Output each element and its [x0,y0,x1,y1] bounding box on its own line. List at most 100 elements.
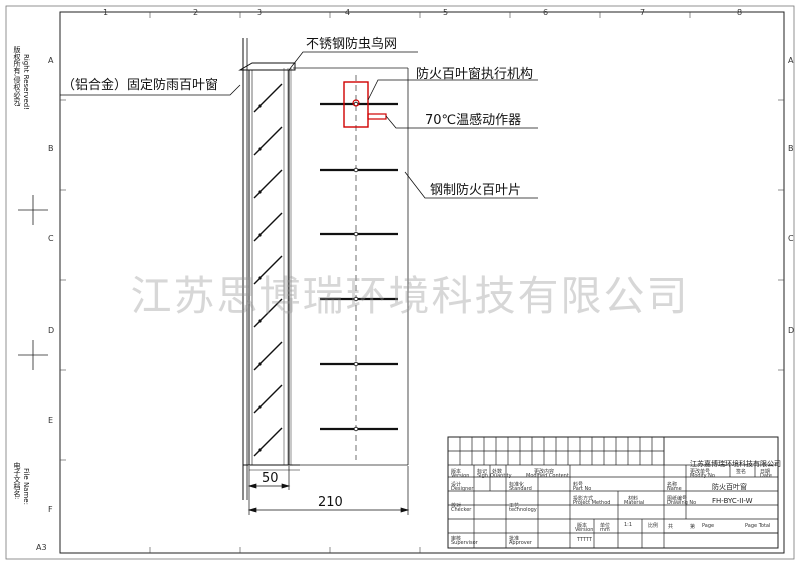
title-sign: 签名 [736,469,747,475]
title-version-cell-en: Version [575,527,594,533]
grid-top-6: 6 [543,8,549,17]
title-project: 投影方式 [573,496,594,502]
title-count: 处数 [492,469,503,475]
title-date-en: Date [760,473,772,479]
title-unit-value: mm [600,527,610,533]
title-audit: 审核 [451,536,462,542]
title-material-no: 料号 [573,482,584,488]
grid-right-c: C [788,234,794,243]
rights-text-en: Right Reserved! [22,54,30,111]
title-version-cell: 版本 [577,523,588,529]
title-project-en: Project Method [573,500,611,506]
grid-top-5: 5 [443,8,449,17]
mesh-label: 不锈钢防虫鸟网 [306,37,398,52]
title-material-en: Material [624,500,645,506]
louver-pin [258,448,262,452]
grid-side-c: C [48,234,54,243]
fire-damper-housing [293,67,409,466]
file-name-text-en: File Name: [22,468,30,505]
insect-mesh [283,68,292,465]
louver-pin [258,319,262,323]
louver-pin [258,190,262,194]
blade-pivot [353,167,359,173]
title-changed-no: 更改单号 [690,469,711,475]
title-tech: 工艺 [509,503,520,509]
drawing-frame [59,11,785,554]
title-design-en: Designer [451,486,474,492]
title-drawing-no-label: 图纸编号 [667,496,688,502]
title-approve: 批准 [509,536,520,542]
louver-pin [258,104,262,108]
title-approve-en: Approver [509,540,532,546]
dimension-50: 50 [262,471,279,486]
actuator-box [343,81,369,128]
blade-pivot [353,296,359,302]
title-change: 更改内容 [534,469,555,475]
title-total: 共 [668,524,674,530]
title-check-en: Checker [451,507,472,513]
zone-ticks [60,12,784,553]
thermal-sensor [367,113,387,120]
grid-side-f: F [48,505,53,514]
grid-side-e: E [48,416,54,425]
fixed-louver-frame [238,38,300,500]
title-name-label-en: Name [667,486,682,492]
rights-text: 版权所有,侵权必究! [13,46,21,108]
louver-blade [253,212,283,242]
thermal-label: 70℃温感动作器 [425,113,522,128]
louver-pin [258,233,262,237]
registration-marks [18,195,48,370]
grid-top-1: 1 [103,8,109,17]
title-mark-en: Sign [477,473,488,479]
louver-blade [253,427,283,457]
title-design: 设计 [451,482,462,488]
dimension-210: 210 [318,495,343,510]
louver-pin [258,276,262,280]
grid-top-3: 3 [257,8,263,17]
grid-side-a: A [48,56,54,65]
grid-side-d: D [48,326,55,335]
dimension-lines [247,466,410,515]
blade-label: 钢制防火百叶片 [430,183,522,198]
outer-border [5,5,795,560]
title-standard-en: Standard [509,486,532,492]
louver-blade [253,169,283,199]
louver-blade [253,384,283,414]
louver-pin [258,362,262,366]
louver-blade [253,126,283,156]
title-ratio: 1:1 [624,522,633,528]
title-tech-en: technology [509,507,537,513]
grid-sheet-size: A3 [36,543,47,552]
title-date: 日期 [760,469,771,475]
title-company: 江苏嘉博瑞环境科技有限公司 [690,460,781,468]
grid-top-2: 2 [193,8,199,17]
actuator-label: 防火百叶窗执行机构 [416,67,534,82]
title-drawing-no-value: FH-BYC-II-W [712,497,753,505]
grid-right-b: B [788,144,794,153]
grid-top-4: 4 [345,8,351,17]
title-name-label: 名称 [667,482,678,488]
blade-pivot [353,426,359,432]
louver-blade [253,341,283,371]
blade-pivot [353,231,359,237]
grid-side-b: B [48,144,54,153]
louver-blade [253,298,283,328]
title-audit-en: Supervisor [451,540,478,546]
title-version-en: Version [451,473,470,479]
title-changed-no-en: Modify No [690,473,715,479]
actuator-pivot [352,99,360,107]
title-unit: 单位 [600,523,611,529]
title-material-no-en: Part No [573,486,592,492]
grid-right-d: D [788,326,795,335]
title-weight: 比例 [648,523,659,529]
title-drawing-no-en: Drawing No [667,500,697,506]
company-watermark: 江苏思博瑞环境科技有限公司 [130,272,690,320]
blade-pivot [353,361,359,367]
louver-blade [253,83,283,113]
title-mark: 标记 [477,469,488,475]
leader-lines [60,51,538,199]
title-block-frame [447,436,779,549]
louver-pin [258,405,262,409]
title-material: 材料 [628,496,639,502]
